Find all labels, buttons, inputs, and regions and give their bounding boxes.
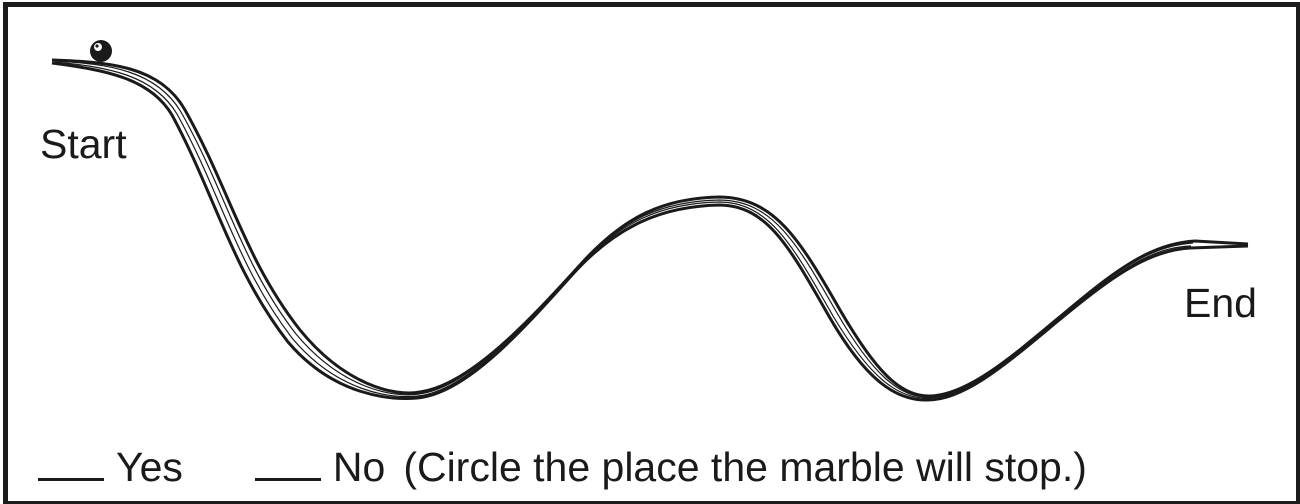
yes-answer-blank[interactable] [38, 448, 104, 481]
marble-icon [90, 40, 112, 62]
no-option-label: No [332, 444, 386, 490]
end-label: End [1184, 280, 1257, 326]
track-rail-2 [54, 61, 1192, 399]
track-edge-top [51, 58, 1249, 398]
marble-track [51, 58, 1249, 402]
track-edge-bottom [51, 61, 1249, 402]
start-label: Start [40, 121, 127, 167]
yes-option-label: Yes [116, 444, 183, 490]
answer-line: Yes No (Circle the place the marble will s… [38, 447, 1087, 488]
no-answer-blank[interactable] [254, 448, 321, 481]
track-rail-1 [54, 60, 1194, 398]
worksheet-frame [3, 2, 1300, 504]
instruction-text: (Circle the place the marble will stop.) [403, 444, 1087, 490]
